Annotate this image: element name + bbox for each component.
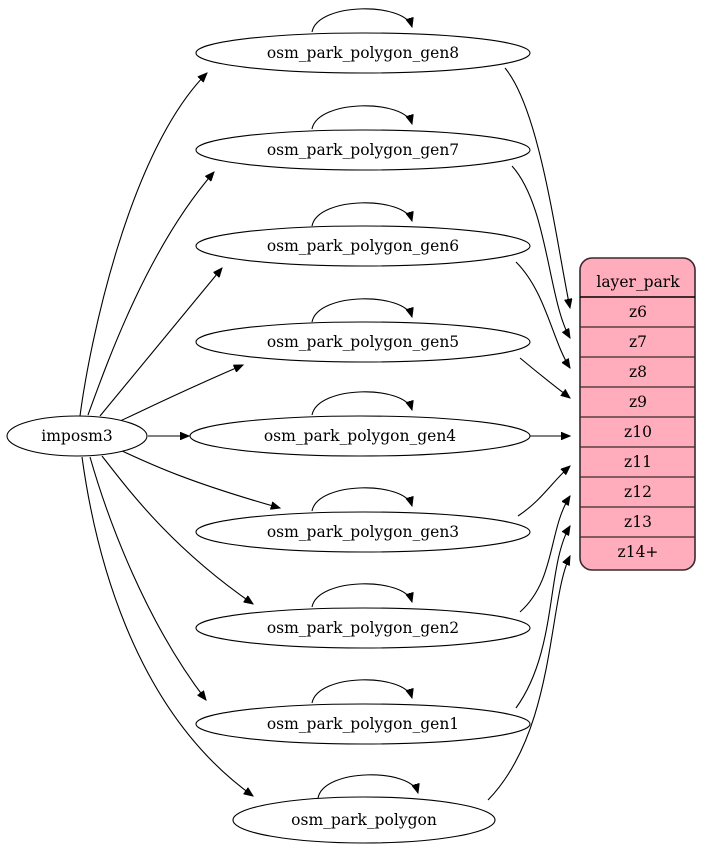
node-label-gen8: osm_park_polygon_gen8 [267, 44, 459, 62]
row-label-z12: z12 [624, 483, 652, 501]
edge-imposm3-to-gen1 [89, 456, 206, 700]
edge-gen6-to-z8 [515, 261, 570, 368]
self-loop-gen6 [311, 202, 412, 227]
row-label-z14plus: z14+ [618, 543, 659, 561]
ellipse-gen8[interactable] [195, 32, 531, 74]
layer-park-row-z12[interactable]: z12 [580, 483, 695, 508]
row-label-z7: z7 [629, 333, 647, 351]
row-label-z6: z6 [629, 303, 647, 321]
node-gen1[interactable]: osm_park_polygon_gen1 [195, 679, 531, 745]
node-gen8[interactable]: osm_park_polygon_gen8 [195, 8, 531, 74]
edge-base-to-z14plus [487, 556, 570, 801]
self-loop-gen2 [311, 583, 412, 608]
edge-imposm3-to-gen3 [119, 449, 280, 508]
edge-imposm3-to-gen2 [101, 455, 253, 604]
layer-park-row-z10[interactable]: z10 [580, 423, 695, 448]
node-label-gen5: osm_park_polygon_gen5 [267, 333, 459, 351]
edges-to-layer-table [487, 67, 570, 801]
self-loop-gen4 [311, 391, 412, 416]
node-gen6[interactable]: osm_park_polygon_gen6 [195, 202, 531, 267]
self-loop-gen3 [311, 487, 412, 512]
layer-park-row-z7[interactable]: z7 [580, 333, 695, 358]
ellipse-gen7[interactable] [195, 129, 531, 171]
node-base[interactable]: osm_park_polygon [232, 774, 496, 844]
ellipse-gen6[interactable] [195, 225, 531, 267]
layer-park-row-z14plus[interactable]: z14+ [618, 543, 659, 561]
edge-gen2-to-z12 [519, 496, 570, 613]
ellipse-gen5[interactable] [195, 321, 531, 363]
row-label-z8: z8 [629, 363, 647, 381]
layer-park-row-z13[interactable]: z13 [580, 513, 695, 538]
layer-park-row-z6[interactable]: z6 [580, 303, 695, 328]
self-loop-gen1 [311, 679, 412, 704]
self-loop-gen8 [311, 8, 412, 33]
node-gen7[interactable]: osm_park_polygon_gen7 [195, 105, 531, 171]
layer-park-header: layer_park [580, 273, 695, 298]
edge-imposm3-to-gen5 [117, 364, 243, 423]
ellipse-gen1[interactable] [195, 703, 531, 745]
node-label-gen2: osm_park_polygon_gen2 [267, 619, 459, 637]
node-label-gen3: osm_park_polygon_gen3 [267, 523, 459, 541]
self-loop-gen5 [311, 298, 412, 323]
edge-gen3-to-z11 [517, 466, 570, 517]
layer-park-row-z8[interactable]: z8 [580, 363, 695, 388]
layer-park-outline [579, 257, 696, 571]
layer-park-header-label: layer_park [596, 273, 680, 291]
node-label-imposm3: imposm3 [41, 427, 112, 445]
ellipse-gen4[interactable] [189, 415, 531, 457]
edge-imposm3-to-base [81, 456, 253, 796]
ellipse-gen2[interactable] [195, 607, 531, 649]
ellipse-imposm3[interactable] [6, 415, 148, 457]
edges-from-source [79, 73, 280, 796]
layer-park-row-z11[interactable]: z11 [580, 453, 695, 478]
node-label-gen4: osm_park_polygon_gen4 [264, 427, 456, 445]
edge-gen5-to-z9 [519, 357, 570, 398]
node-gen5[interactable]: osm_park_polygon_gen5 [195, 298, 531, 363]
edge-gen8-to-z6 [504, 67, 570, 308]
node-label-gen7: osm_park_polygon_gen7 [267, 141, 459, 159]
ellipse-base[interactable] [232, 796, 496, 844]
row-label-z9: z9 [629, 393, 647, 411]
node-imposm3[interactable]: imposm3 [6, 415, 148, 457]
edge-imposm3-to-gen7 [87, 172, 214, 416]
node-gen4[interactable]: osm_park_polygon_gen4 [189, 391, 531, 457]
node-gen2[interactable]: osm_park_polygon_gen2 [195, 583, 531, 649]
edge-gen1-to-z13 [515, 526, 570, 709]
self-loop-base [317, 774, 418, 799]
edge-gen7-to-z7 [511, 165, 570, 338]
node-label-gen6: osm_park_polygon_gen6 [267, 237, 459, 255]
node-label-gen1: osm_park_polygon_gen1 [267, 715, 459, 733]
node-gen3[interactable]: osm_park_polygon_gen3 [195, 487, 531, 553]
edge-imposm3-to-gen6 [99, 268, 222, 417]
layer-park-row-z9[interactable]: z9 [580, 393, 695, 418]
node-label-base: osm_park_polygon [291, 811, 437, 829]
row-label-z11: z11 [624, 453, 652, 471]
layer-park-table[interactable]: layer_park z6 z7 z8 z9 z10 [579, 257, 696, 571]
self-loop-gen7 [311, 105, 412, 130]
ellipse-gen3[interactable] [195, 511, 531, 553]
row-label-z13: z13 [624, 513, 652, 531]
edge-imposm3-to-gen8 [79, 73, 207, 417]
row-label-z10: z10 [624, 423, 652, 441]
